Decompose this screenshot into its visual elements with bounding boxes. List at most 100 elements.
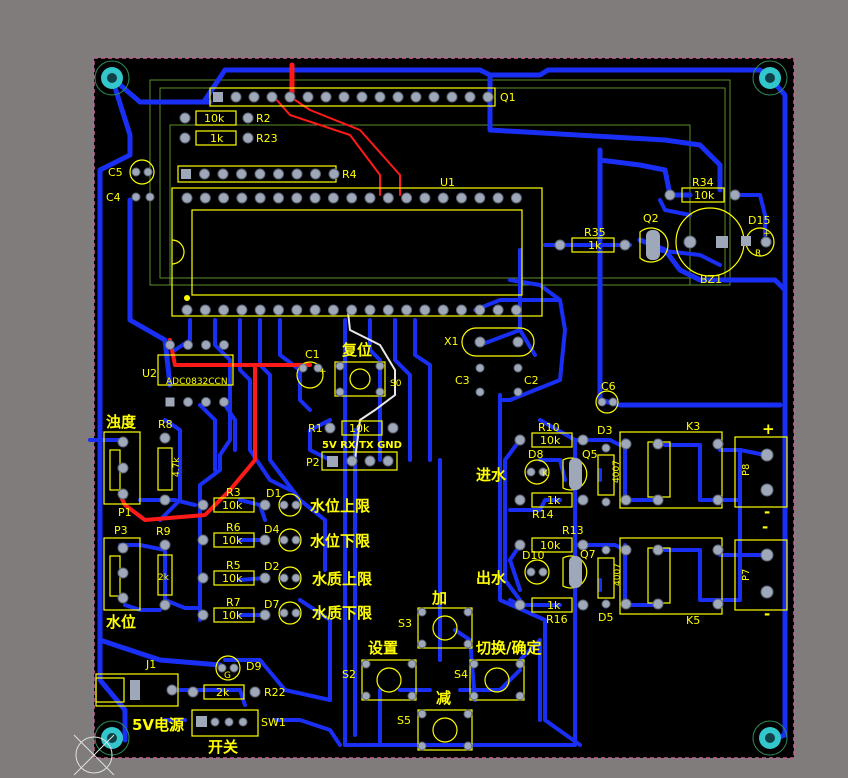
- pad: [456, 304, 467, 316]
- svg-text:R2: R2: [256, 112, 271, 125]
- svg-text:R1: R1: [308, 422, 323, 435]
- svg-text:C6: C6: [601, 380, 616, 393]
- capacitor-c5: C5: [108, 159, 155, 185]
- svg-text:R: R: [755, 249, 761, 259]
- adc-u2: ADC0832CCN U2: [142, 340, 234, 407]
- button-s3-add: 加 S3: [398, 589, 473, 649]
- svg-text:ADC0832CCN: ADC0832CCN: [166, 377, 228, 387]
- pad: [338, 91, 350, 103]
- pad: [437, 304, 449, 316]
- svg-text:C1: C1: [305, 348, 320, 361]
- svg-text:-: -: [762, 518, 768, 536]
- pad: [291, 168, 303, 180]
- pad: [254, 192, 266, 204]
- resistor-r5: 10k R5: [197, 559, 271, 586]
- mcu-u1: U1: [171, 176, 543, 317]
- pad: [309, 192, 321, 204]
- pad: [219, 397, 229, 407]
- svg-text:R16: R16: [546, 613, 568, 626]
- svg-text:R14: R14: [532, 508, 554, 521]
- resistor-r22: 2k R22: [187, 684, 286, 700]
- pad: [165, 340, 175, 350]
- reset-button-s0: 复位 S0: [334, 341, 402, 397]
- svg-text:D5: D5: [598, 611, 613, 624]
- svg-text:D15: D15: [748, 214, 770, 227]
- pad: [428, 91, 440, 103]
- svg-text:水质下限: 水质下限: [312, 604, 372, 622]
- pad: [437, 192, 449, 204]
- led-d9: D9 G: [215, 655, 261, 681]
- pad: [236, 192, 248, 204]
- pad: [213, 92, 223, 102]
- pad: [291, 192, 303, 204]
- pad: [364, 304, 376, 316]
- relay-k5: K5: [619, 537, 724, 627]
- pad: [217, 168, 229, 180]
- inlet-driver: 10k R10 D8 K Q5 1k R14 4007 D3 进水: [476, 421, 622, 521]
- svg-text:J1: J1: [145, 658, 156, 671]
- svg-text:R10: R10: [538, 421, 560, 434]
- svg-text:C5: C5: [108, 166, 123, 179]
- svg-text:R13: R13: [562, 524, 584, 537]
- pad: [218, 304, 230, 316]
- svg-text:K3: K3: [686, 420, 700, 433]
- led-d7: D7 水质下限: [264, 598, 372, 625]
- pad: [181, 192, 193, 204]
- svg-text:R34: R34: [692, 176, 714, 189]
- svg-text:10k: 10k: [222, 534, 243, 547]
- pad: [165, 397, 175, 407]
- svg-text:10k: 10k: [540, 539, 561, 552]
- svg-text:P1: P1: [118, 506, 132, 519]
- svg-text:Q2: Q2: [643, 212, 659, 225]
- svg-text:10k: 10k: [222, 572, 243, 585]
- pad: [254, 304, 266, 316]
- crystal-x1: X1: [444, 327, 535, 357]
- svg-text:Q5: Q5: [582, 448, 598, 461]
- svg-text:P8: P8: [741, 464, 752, 476]
- svg-text:S0: S0: [390, 379, 402, 389]
- header-q1: Q1: [209, 87, 516, 107]
- svg-text:5V电源: 5V电源: [132, 716, 184, 734]
- svg-text:水位下限: 水位下限: [310, 532, 370, 550]
- pad: [410, 91, 422, 103]
- svg-text:1k: 1k: [547, 599, 561, 612]
- capacitor-c2: C2: [513, 363, 539, 397]
- pad: [201, 397, 211, 407]
- transistor-q2: Q2: [639, 212, 669, 263]
- svg-text:10k: 10k: [222, 609, 243, 622]
- pad: [266, 91, 278, 103]
- capacitor-c6: C6: [595, 380, 619, 414]
- pad: [482, 91, 494, 103]
- resistor-r23: 1k R23: [179, 130, 278, 146]
- svg-text:加: 加: [431, 589, 447, 607]
- origin-marker: [73, 734, 115, 776]
- led-d4: D4 水位下限: [264, 523, 370, 552]
- power-jack-j1: J1 5V电源: [95, 658, 184, 734]
- mounting-holes: [94, 60, 788, 756]
- pad: [254, 168, 266, 180]
- resistor-r35: 1k R35: [554, 226, 631, 253]
- pad: [382, 192, 394, 204]
- svg-text:-: -: [764, 503, 770, 521]
- svg-text:10k: 10k: [540, 434, 561, 447]
- svg-text:D1: D1: [266, 487, 281, 500]
- pad: [346, 304, 358, 316]
- svg-text:R6: R6: [226, 521, 241, 534]
- svg-text:D4: D4: [264, 523, 279, 536]
- svg-text:10k: 10k: [222, 499, 243, 512]
- pad: [510, 192, 522, 204]
- svg-text:4007: 4007: [612, 460, 622, 483]
- resistor-r8: 4.7k R8: [157, 418, 182, 506]
- pad: [446, 91, 458, 103]
- pad: [320, 91, 332, 103]
- svg-text:+: +: [763, 229, 771, 239]
- highlighted-net: [347, 311, 396, 461]
- svg-text:2k: 2k: [158, 573, 170, 583]
- svg-text:R3: R3: [226, 486, 241, 499]
- pad: [364, 192, 376, 204]
- resistor-r9: 2k R9: [156, 525, 173, 611]
- svg-text:出水: 出水: [476, 569, 507, 587]
- svg-text:浊度: 浊度: [106, 413, 137, 431]
- svg-text:C2: C2: [524, 374, 539, 387]
